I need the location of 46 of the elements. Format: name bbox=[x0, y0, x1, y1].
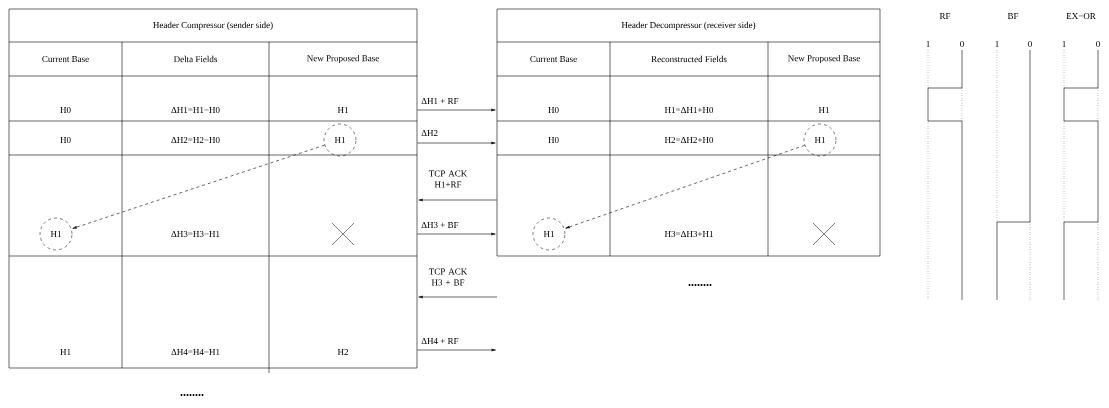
cell-text: ΔH3=H3−H1 bbox=[171, 231, 220, 238]
signal-name: BF bbox=[1007, 13, 1019, 19]
arrow bbox=[417, 141, 496, 145]
edge-label: ΔH4 + RF bbox=[421, 338, 459, 344]
cell-text: H0 bbox=[548, 136, 559, 144]
cell-text: New Proposed Base bbox=[788, 54, 860, 64]
cell-text: ΔH4=H4−H1 bbox=[171, 349, 220, 355]
signal-level-label: 1 bbox=[995, 41, 999, 47]
ellipsis: ........ bbox=[180, 394, 204, 396]
cell-text: ΔH1=H1−H0 bbox=[171, 106, 220, 114]
cell-text: H3=ΔH3+H1 bbox=[664, 231, 713, 238]
cell-text: Current Base bbox=[530, 56, 577, 63]
signal-name: RF bbox=[939, 13, 951, 19]
arrow bbox=[417, 348, 496, 352]
edge-label: TCP ACK H1+RF bbox=[428, 170, 468, 188]
edge-label: ΔH1 + RF bbox=[421, 98, 459, 104]
ellipsis: ........ bbox=[688, 284, 712, 286]
arrow bbox=[418, 198, 497, 202]
cell-text: ΔH2=H2−H0 bbox=[171, 136, 220, 144]
cell-text: Delta Fields bbox=[173, 55, 218, 63]
arrow bbox=[417, 232, 496, 236]
cell-text: H2=ΔH2+H0 bbox=[664, 136, 714, 144]
signal-level-label: 1 bbox=[1062, 41, 1066, 47]
edge-label: ΔH2 bbox=[421, 130, 438, 136]
arrow bbox=[418, 295, 498, 299]
signal-name: EX−OR bbox=[1066, 13, 1096, 20]
dashed-arrow bbox=[72, 144, 325, 229]
cell-text: H1 bbox=[60, 349, 71, 355]
edge-label: ΔH3 + BF bbox=[421, 222, 459, 229]
edge-label: TCP ACK H3 + BF bbox=[428, 268, 468, 286]
cell-text: H1 bbox=[337, 107, 348, 113]
cell-text: H0 bbox=[60, 136, 71, 144]
signal-level-label: 0 bbox=[1096, 40, 1100, 48]
signal-level-label: 1 bbox=[926, 41, 930, 47]
cell-text: H0 bbox=[548, 106, 559, 114]
signal-level-label: 0 bbox=[1028, 40, 1032, 48]
cell-text: H0 bbox=[60, 106, 71, 114]
cell-text: H1 bbox=[818, 107, 829, 113]
dashed-arrow bbox=[565, 145, 805, 229]
cell-text: Reconstructed Fields bbox=[651, 55, 727, 63]
cell-text: H2 bbox=[337, 349, 348, 355]
cell-text: New Proposed Base bbox=[307, 54, 379, 64]
signal-level-label: 0 bbox=[960, 40, 964, 48]
arrow bbox=[417, 108, 496, 112]
cell-text: H1=ΔH1+H0 bbox=[664, 106, 714, 114]
cell-text: Current Base bbox=[42, 56, 89, 63]
